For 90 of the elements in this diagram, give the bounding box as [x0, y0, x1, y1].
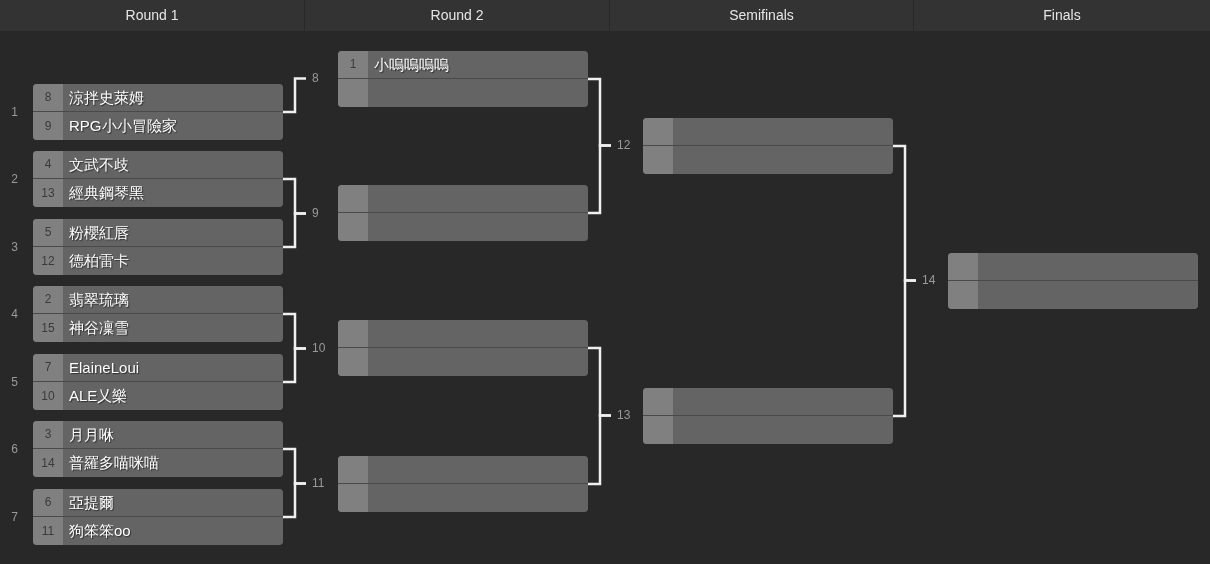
bracket-line [283, 482, 306, 519]
player-name: 亞提爾 [69, 494, 114, 512]
slot-row [338, 51, 588, 78]
column-header: Round 2 [305, 0, 609, 31]
bracket-line [283, 347, 306, 384]
slot-row [33, 489, 283, 516]
player-name: 狗笨笨oo [69, 522, 131, 540]
slot-row [33, 382, 283, 410]
player-name: 神谷凜雪 [69, 319, 129, 337]
match-box [338, 185, 588, 241]
match-number: 8 [306, 70, 319, 87]
seed-cell: 2 [33, 286, 63, 313]
seed-cell: 8 [33, 84, 63, 111]
slot-row [33, 179, 283, 207]
column-header: Finals [914, 0, 1210, 31]
slot-row [338, 185, 588, 212]
seed-cell: 4 [33, 151, 63, 178]
player-name: 小嗚嗚嗚嗚 [374, 56, 449, 74]
match-number: 10 [306, 340, 326, 357]
slot-row [338, 79, 588, 107]
match-box [643, 388, 893, 444]
slot-row [338, 213, 588, 241]
match-box [948, 253, 1198, 309]
bracket-line [283, 212, 306, 249]
slot-row [338, 320, 588, 347]
seed-cell: 9 [33, 112, 63, 140]
match-box [643, 118, 893, 174]
slot-row [33, 112, 283, 140]
match-number: 2 [11, 171, 18, 187]
slot-row [33, 286, 283, 313]
slot-row [33, 517, 283, 545]
match-box [338, 456, 588, 512]
player-name: 普羅多喵咪喵 [69, 454, 159, 472]
seed-cell: 5 [33, 219, 63, 246]
seed-cell: 1 [338, 51, 368, 78]
seed-cell: 14 [33, 449, 63, 477]
player-name: ALE乂樂 [69, 387, 128, 405]
player-name: 月月咻 [69, 426, 114, 444]
match-number: 1 [11, 104, 18, 120]
match-number: 7 [11, 509, 18, 525]
match-number: 9 [306, 205, 319, 222]
seed-cell: 3 [33, 421, 63, 448]
seed-cell: 15 [33, 314, 63, 342]
bracket-line [283, 77, 306, 114]
match-number: 14 [916, 272, 936, 289]
match-number: 11 [306, 475, 325, 492]
match-number: 12 [611, 137, 631, 154]
slot-row [338, 484, 588, 512]
slot-row [338, 456, 588, 483]
player-name: 涼拌史萊姆 [69, 89, 144, 107]
player-name: 翡翠琉璃 [69, 291, 129, 309]
seed-cell: 13 [33, 179, 63, 207]
slot-row [948, 253, 1198, 280]
slot-row [33, 247, 283, 275]
player-name: RPG小小冒險家 [69, 117, 177, 135]
slot-row [33, 84, 283, 111]
slot-row [33, 354, 283, 381]
slot-row [643, 416, 893, 444]
slot-row [643, 146, 893, 174]
player-name: 文武不歧 [69, 156, 129, 174]
match-number: 4 [11, 306, 18, 322]
player-name: ElaineLoui [69, 359, 140, 377]
seed-cell: 11 [33, 517, 63, 545]
match-box [338, 51, 588, 107]
slot-row [948, 281, 1198, 309]
slot-row [33, 219, 283, 246]
slot-row [33, 314, 283, 342]
seed-cell: 6 [33, 489, 63, 516]
player-name: 經典鋼琴黑 [69, 184, 144, 202]
slot-row [643, 118, 893, 145]
seed-cell: 10 [33, 382, 63, 410]
player-name: 德柏雷卡 [69, 252, 129, 270]
match-number: 6 [11, 441, 18, 457]
match-number: 5 [11, 374, 18, 390]
seed-cell: 7 [33, 354, 63, 381]
slot-row [33, 151, 283, 178]
slot-row [33, 449, 283, 477]
bracket-line [588, 144, 611, 215]
slot-row [338, 348, 588, 376]
slot-row [33, 421, 283, 448]
bracket-line [893, 279, 916, 418]
slot-row [643, 388, 893, 415]
column-header: Semifinals [610, 0, 913, 31]
match-number: 3 [11, 239, 18, 255]
match-box [338, 320, 588, 376]
match-number: 13 [611, 407, 631, 424]
column-header: Round 1 [0, 0, 304, 31]
player-name: 粉櫻紅唇 [69, 224, 129, 242]
bracket-line [588, 414, 611, 486]
seed-cell: 12 [33, 247, 63, 275]
